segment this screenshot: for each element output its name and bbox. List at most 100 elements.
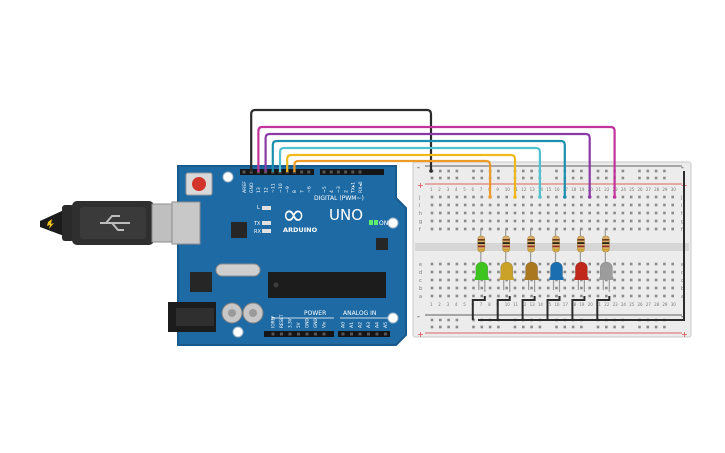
terminal-hole[interactable] — [654, 219, 658, 223]
terminal-hole[interactable] — [538, 203, 542, 207]
terminal-hole[interactable] — [497, 211, 500, 215]
terminal-hole[interactable] — [671, 195, 674, 199]
terminal-hole[interactable] — [513, 227, 517, 231]
terminal-hole[interactable] — [571, 262, 575, 266]
terminal-hole[interactable] — [663, 262, 666, 266]
terminal-hole[interactable] — [522, 195, 525, 199]
terminal-hole[interactable] — [621, 286, 625, 290]
rail-hole[interactable] — [638, 169, 641, 173]
terminal-hole[interactable] — [497, 227, 500, 231]
ground-jumper-wire[interactable] — [596, 296, 611, 320]
terminal-hole[interactable] — [596, 262, 600, 266]
terminal-hole[interactable] — [563, 227, 567, 231]
rail-hole[interactable] — [563, 325, 567, 329]
terminal-hole[interactable] — [522, 262, 525, 266]
terminal-hole[interactable] — [654, 203, 658, 207]
terminal-hole[interactable] — [580, 211, 583, 215]
terminal-hole[interactable] — [480, 203, 484, 207]
terminal-hole[interactable] — [613, 270, 616, 274]
terminal-hole[interactable] — [439, 227, 442, 231]
rail-hole[interactable] — [447, 176, 450, 180]
rail-hole[interactable] — [555, 325, 558, 329]
terminal-hole[interactable] — [546, 262, 550, 266]
power-pin-hole[interactable] — [305, 332, 309, 336]
terminal-hole[interactable] — [563, 286, 567, 290]
terminal-hole[interactable] — [505, 203, 508, 207]
rail-hole[interactable] — [439, 325, 442, 329]
terminal-hole[interactable] — [638, 203, 641, 207]
rail-hole[interactable] — [646, 169, 650, 173]
power-analog-pin-holes[interactable] — [271, 332, 388, 336]
terminal-hole[interactable] — [605, 219, 608, 223]
leds[interactable] — [474, 261, 614, 292]
terminal-hole[interactable] — [472, 195, 475, 199]
terminal-hole[interactable] — [605, 286, 608, 290]
terminal-hole[interactable] — [671, 203, 674, 207]
terminal-hole[interactable] — [629, 227, 633, 231]
terminal-hole[interactable] — [638, 278, 641, 282]
rail-hole[interactable] — [530, 176, 533, 180]
terminal-hole[interactable] — [621, 278, 625, 282]
terminal-hole[interactable] — [439, 270, 442, 274]
terminal-hole[interactable] — [588, 286, 591, 290]
rail-hole[interactable] — [522, 169, 525, 173]
terminal-hole[interactable] — [530, 294, 533, 298]
terminal-hole[interactable] — [497, 294, 500, 298]
terminal-hole[interactable] — [646, 219, 650, 223]
terminal-hole[interactable] — [513, 262, 517, 266]
terminal-hole[interactable] — [621, 294, 625, 298]
terminal-hole[interactable] — [530, 286, 533, 290]
terminal-hole[interactable] — [654, 278, 658, 282]
terminal-hole[interactable] — [613, 211, 616, 215]
terminal-hole[interactable] — [563, 262, 567, 266]
reset-button-cap[interactable] — [192, 177, 206, 191]
ground-bus-wire[interactable] — [478, 171, 685, 321]
terminal-hole[interactable] — [671, 219, 674, 223]
rail-hole[interactable] — [455, 176, 459, 180]
rail-hole[interactable] — [530, 325, 533, 329]
terminal-hole[interactable] — [546, 278, 550, 282]
terminal-hole[interactable] — [546, 211, 550, 215]
terminal-hole[interactable] — [629, 195, 633, 199]
terminal-hole[interactable] — [571, 195, 575, 199]
terminal-hole[interactable] — [463, 270, 467, 274]
terminal-hole[interactable] — [671, 286, 674, 290]
rail-hole[interactable] — [439, 176, 442, 180]
terminal-hole[interactable] — [563, 278, 567, 282]
terminal-hole[interactable] — [513, 270, 517, 274]
terminal-hole[interactable] — [605, 195, 608, 199]
terminal-hole[interactable] — [488, 219, 492, 223]
ground-jumpers[interactable] — [471, 171, 685, 321]
terminal-hole[interactable] — [480, 195, 484, 199]
terminal-hole[interactable] — [497, 195, 500, 199]
terminal-hole[interactable] — [538, 278, 542, 282]
terminal-hole[interactable] — [588, 262, 591, 266]
terminal-hole[interactable] — [447, 270, 450, 274]
terminal-hole[interactable] — [513, 286, 517, 290]
terminal-hole[interactable] — [530, 227, 533, 231]
terminal-hole[interactable] — [488, 262, 492, 266]
rail-hole[interactable] — [654, 176, 658, 180]
terminal-hole[interactable] — [596, 278, 600, 282]
terminal-hole[interactable] — [613, 286, 616, 290]
terminal-hole[interactable] — [613, 294, 616, 298]
terminal-hole[interactable] — [430, 278, 434, 282]
terminal-hole[interactable] — [430, 286, 434, 290]
terminal-hole[interactable] — [530, 195, 533, 199]
terminal-hole[interactable] — [463, 195, 467, 199]
terminal-hole[interactable] — [571, 219, 575, 223]
terminal-hole[interactable] — [588, 203, 591, 207]
wire-pin-GND[interactable] — [250, 108, 433, 172]
terminal-hole[interactable] — [663, 219, 666, 223]
terminal-hole[interactable] — [671, 278, 674, 282]
terminal-hole[interactable] — [571, 211, 575, 215]
terminal-hole[interactable] — [663, 286, 666, 290]
terminal-hole[interactable] — [472, 294, 475, 298]
rail-hole[interactable] — [480, 169, 484, 173]
wire-pin-11[interactable] — [271, 139, 566, 197]
terminal-hole[interactable] — [621, 219, 625, 223]
terminal-hole[interactable] — [613, 203, 616, 207]
resistors[interactable] — [477, 229, 610, 262]
terminal-hole[interactable] — [447, 294, 450, 298]
rail-hole[interactable] — [638, 176, 641, 180]
